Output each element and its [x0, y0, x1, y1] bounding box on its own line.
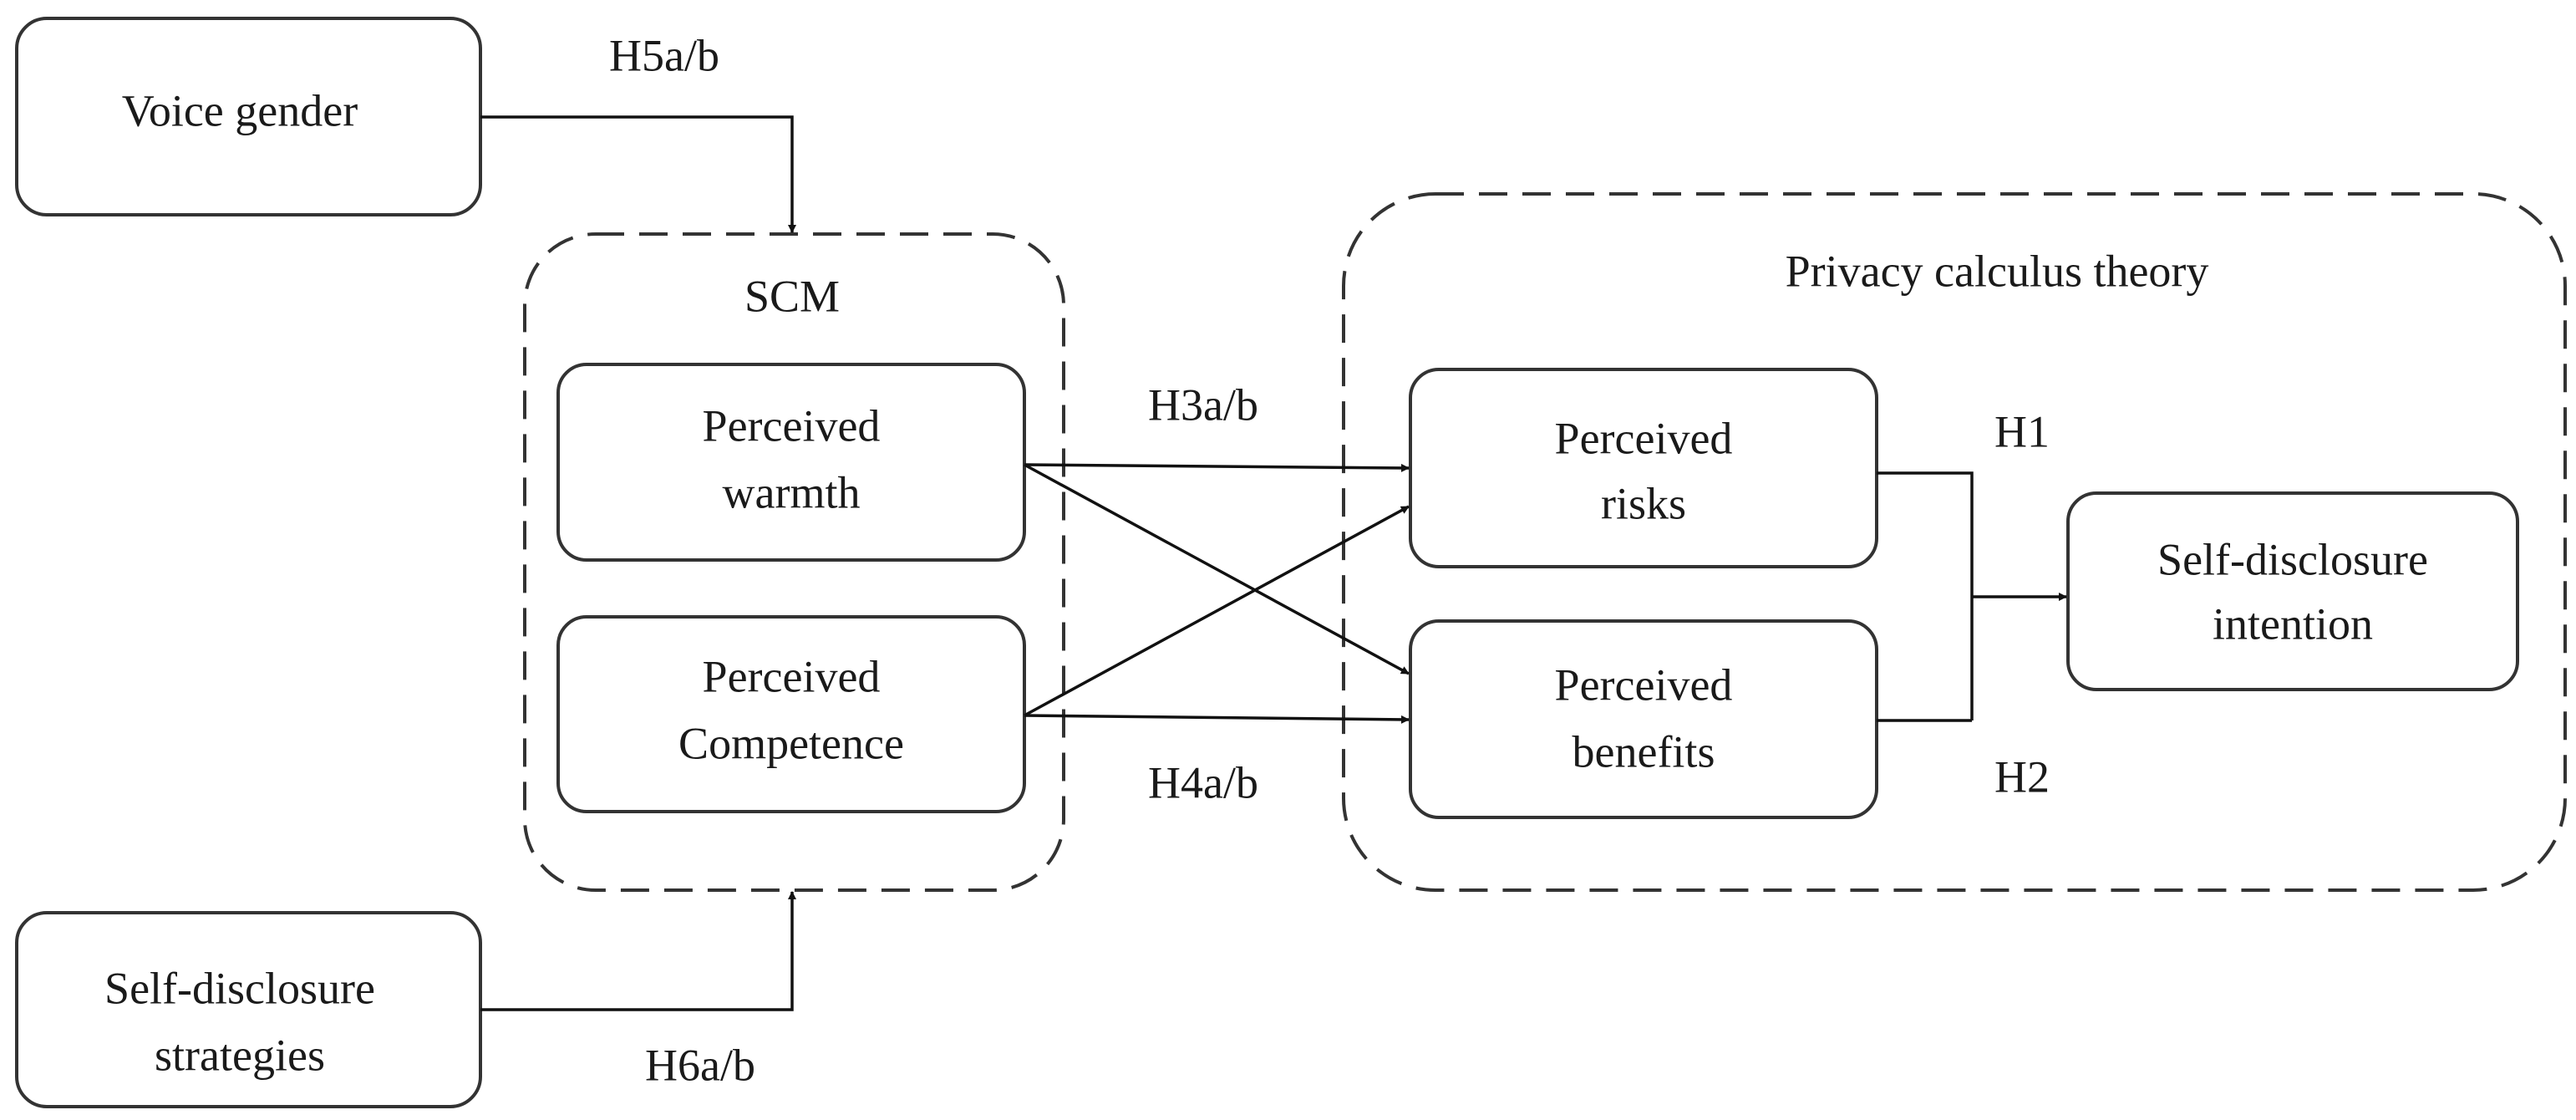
node-perceived-benefits: Perceived benefits [1409, 619, 1878, 819]
arrow-warmth-to-benefits [1024, 463, 1410, 675]
node-self-disclosure-strategies-line2: strategies [155, 1030, 325, 1080]
arrow-competence-to-risks [1024, 505, 1410, 717]
arrow-warmth-to-risks [1024, 463, 1410, 472]
arrow-competence-to-benefits [1024, 714, 1410, 724]
node-perceived-benefits-line1: Perceived [1555, 659, 1733, 710]
label-h2: H2 [1994, 751, 2050, 802]
arrow-voice-gender-to-scm [480, 115, 796, 233]
label-h4: H4a/b [1148, 757, 1258, 807]
node-perceived-competence: Perceived Competence [556, 615, 1026, 813]
node-self-disclosure-intention-line2: intention [2213, 598, 2373, 649]
label-h1: H1 [1994, 406, 2050, 456]
node-perceived-benefits-line2: benefits [1573, 726, 1715, 776]
node-self-disclosure-strategies: Self-disclosure strategies [15, 911, 482, 1108]
node-self-disclosure-intention-line1: Self-disclosure [2157, 534, 2428, 584]
node-perceived-warmth-line2: warmth [723, 467, 861, 517]
node-self-disclosure-intention: Self-disclosure intention [2066, 491, 2519, 691]
node-self-disclosure-strategies-line1: Self-disclosure [104, 963, 375, 1013]
node-perceived-risks-line2: risks [1601, 478, 1686, 528]
label-h6: H6a/b [645, 1040, 755, 1090]
node-perceived-warmth-line1: Perceived [703, 400, 881, 451]
node-perceived-warmth: Perceived warmth [556, 363, 1026, 562]
node-perceived-competence-line2: Competence [678, 718, 904, 768]
node-perceived-competence-line1: Perceived [703, 651, 881, 701]
node-voice-gender-label: Voice gender [122, 85, 358, 135]
label-h5: H5a/b [609, 30, 719, 80]
scm-group-label: SCM [744, 271, 840, 321]
label-h3: H3a/b [1148, 379, 1258, 430]
scm-group [523, 232, 1065, 892]
node-perceived-risks: Perceived risks [1409, 368, 1878, 568]
node-voice-gender: Voice gender [15, 17, 482, 216]
privacy-calculus-group-label: Privacy calculus theory [1786, 246, 2209, 296]
connector-risks [1877, 471, 1974, 720]
arrow-strategies-to-scm [480, 891, 796, 1011]
node-perceived-risks-line1: Perceived [1555, 413, 1733, 463]
